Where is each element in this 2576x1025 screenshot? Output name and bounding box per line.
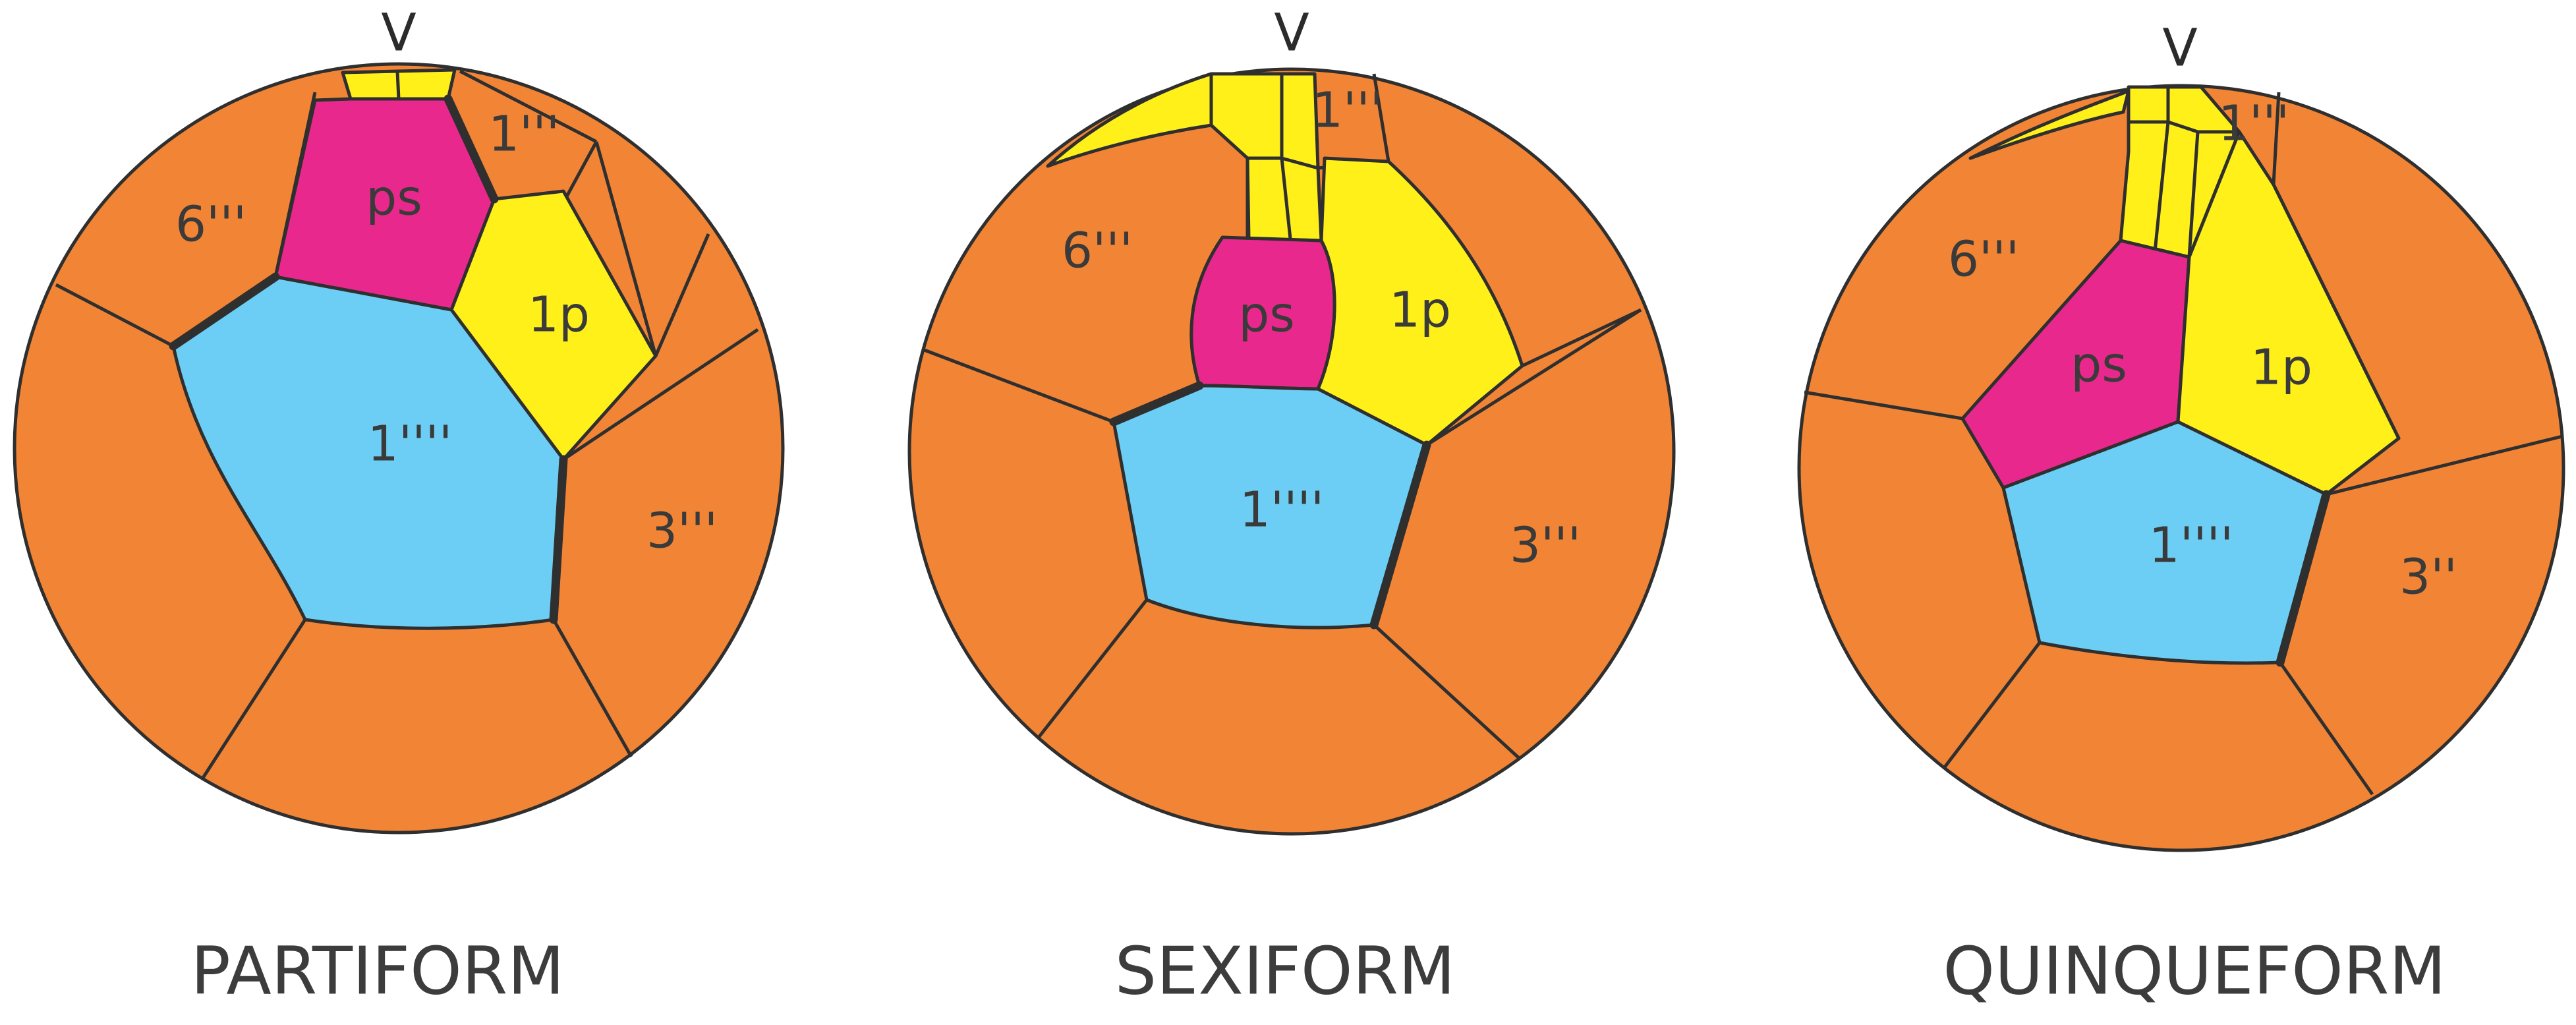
diagram-partiform: V ps 1p 1'''' 6''' 1''' 3''' PARTIFORM (13, 3, 785, 1009)
caption-sexiform: SEXIFORM (1115, 932, 1456, 1009)
thick-sutures (169, 94, 568, 624)
label-3: 3''' (646, 503, 718, 560)
caption-partiform: PARTIFORM (190, 932, 564, 1009)
central-plate (1112, 384, 1429, 630)
suture-lines (922, 73, 1642, 759)
label-v: V (1274, 3, 1309, 63)
label-1: 1''' (1312, 82, 1383, 139)
central-plate (171, 275, 565, 630)
label-1p: 1p (1389, 282, 1451, 339)
label-3: 3''' (1510, 517, 1581, 574)
apical-pore-dividers (2130, 87, 2239, 258)
1p-plate (449, 189, 658, 461)
label-central: 1'''' (1240, 482, 1324, 539)
apical-pore-dividers (1245, 74, 1319, 239)
label-central: 1'''' (2149, 517, 2233, 574)
1p-plate (1316, 156, 1524, 447)
label-ps: ps (366, 170, 422, 227)
label-6: 6''' (1062, 223, 1133, 279)
label-v: V (381, 3, 416, 63)
label-1p: 1p (2250, 339, 2312, 396)
label-ps: ps (1238, 287, 1295, 343)
label-central: 1'''' (368, 416, 452, 473)
apical-pore-divider (395, 71, 401, 100)
diagram-sexiform: V ps 1p 1'''' 6''' 1''' 3''' SEXIFORM (907, 3, 1676, 1009)
label-3: 3'' (2399, 549, 2457, 606)
label-6: 6''' (1948, 231, 2019, 288)
label-6: 6''' (175, 196, 246, 253)
thick-sutures (2275, 490, 2331, 667)
label-v: V (2162, 18, 2197, 78)
label-1p: 1p (528, 287, 590, 343)
label-1: 1''' (488, 106, 559, 163)
caption-quinqueform: QUINQUEFORM (1943, 932, 2446, 1009)
diagram-quinqueform: V ps 1p 1'''' 6''' 1''' 3'' QUINQUEFORM (1797, 18, 2565, 1009)
central-plate (2001, 420, 2328, 665)
label-1: 1''' (2218, 96, 2289, 152)
thick-sutures (1109, 381, 1431, 630)
label-ps: ps (2071, 337, 2127, 394)
